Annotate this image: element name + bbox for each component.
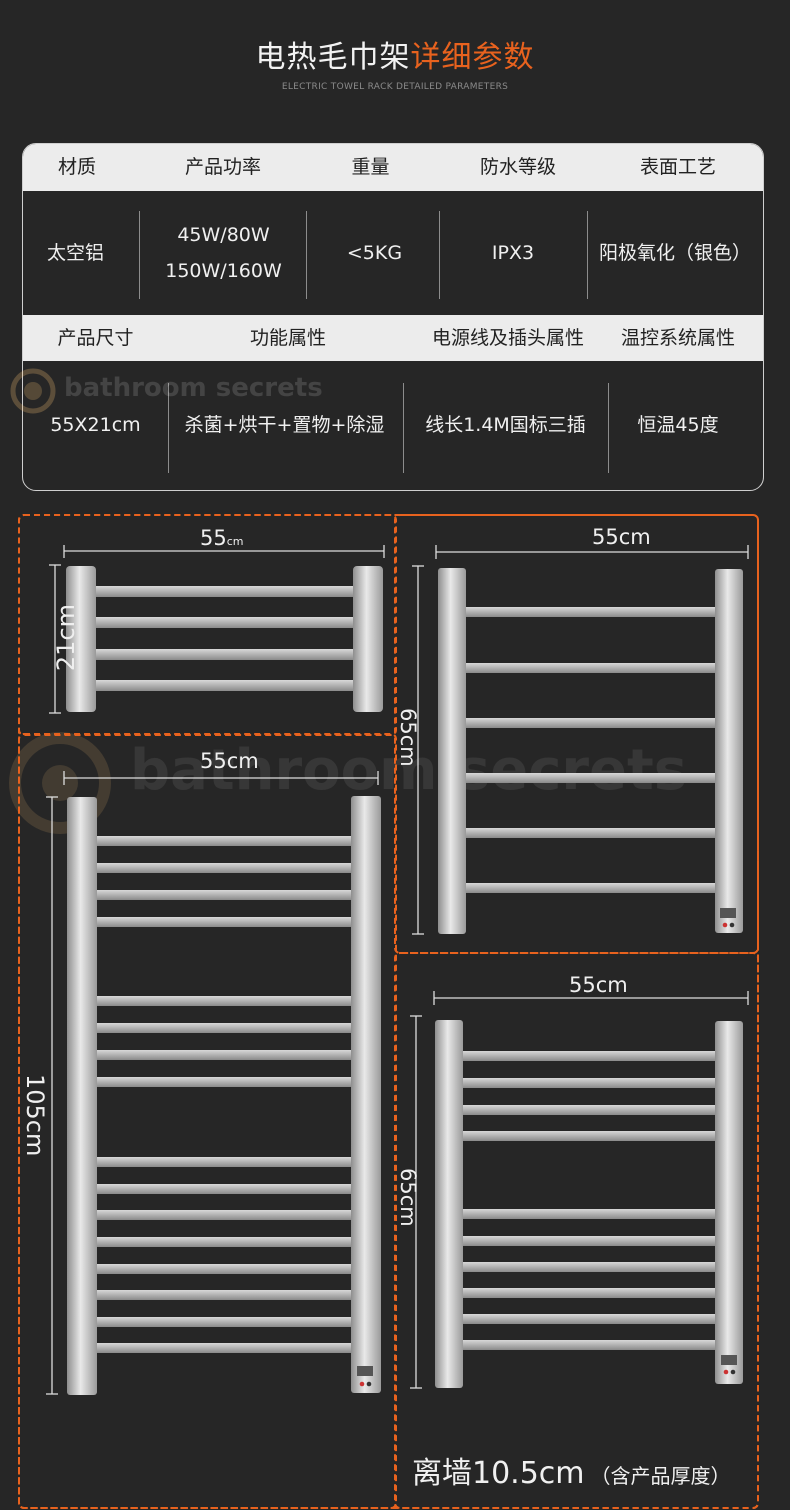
rack-small bbox=[49, 545, 385, 714]
spec-value-thermostat: 恒温45度 bbox=[637, 414, 719, 437]
dim-medium-height: 65cm bbox=[396, 708, 420, 767]
dim-small-width-value: 55 bbox=[200, 526, 227, 550]
spec-header-surface: 表面工艺 bbox=[639, 156, 716, 179]
dim-dense-width: 55cm bbox=[569, 973, 628, 997]
diagram-frame-small bbox=[18, 514, 397, 736]
divider bbox=[403, 383, 404, 473]
spec-value-power: 45W/80W 150W/160W bbox=[165, 223, 282, 282]
spec-header-waterproof: 防水等级 bbox=[479, 156, 556, 179]
spec-value-function: 杀菌+烘干+置物+除湿 bbox=[184, 414, 385, 437]
divider bbox=[306, 211, 307, 299]
dim-large-width: 55cm bbox=[200, 749, 259, 773]
spec-value-waterproof: IPX3 bbox=[491, 241, 535, 264]
dim-small-width: 55cm bbox=[200, 526, 244, 550]
spec-header-row-2: 产品尺寸 功能属性 电源线及插头属性 温控系统属性 bbox=[23, 315, 763, 361]
spec-value-weight: <5KG bbox=[346, 241, 403, 264]
dim-medium-width: 55cm bbox=[592, 525, 651, 549]
diagram-frame-large bbox=[18, 733, 397, 1509]
spec-table: 材质 产品功率 重量 防水等级 表面工艺 太空铝 45W/80W 150W/16… bbox=[22, 143, 764, 491]
spec-header-material: 材质 bbox=[57, 156, 96, 179]
rack-dense bbox=[410, 991, 749, 1389]
wall-distance-main: 离墙10.5cm bbox=[412, 1456, 585, 1491]
spec-header-cable: 电源线及插头属性 bbox=[431, 326, 584, 349]
divider bbox=[587, 211, 588, 299]
spec-header-function: 功能属性 bbox=[249, 326, 326, 349]
page-subtitle: ELECTRIC TOWEL RACK DETAILED PARAMETERS bbox=[281, 82, 509, 92]
rack-large bbox=[46, 771, 381, 1395]
rack-medium bbox=[412, 545, 749, 935]
watermark-brand-large: bathroom secrets bbox=[130, 738, 688, 803]
watermark-logo-icon-large bbox=[9, 732, 111, 834]
spec-value-surface: 阳极氧化（银色） bbox=[598, 241, 751, 264]
spec-header-size: 产品尺寸 bbox=[57, 326, 134, 349]
title-part-2: 详细参数 bbox=[410, 40, 535, 75]
wall-distance-note: 离墙10.5cm（含产品厚度） bbox=[412, 1448, 731, 1492]
spec-value-size: 55X21cm bbox=[50, 414, 141, 437]
spec-header-weight: 重量 bbox=[351, 156, 390, 179]
title-part-1: 电热毛巾架 bbox=[255, 40, 411, 75]
page-title: 电热毛巾架详细参数 bbox=[0, 32, 790, 76]
spec-value-cable: 线长1.4M国标三插 bbox=[425, 414, 586, 437]
dim-small-height: 21cm bbox=[52, 604, 80, 672]
dim-large-height: 105cm bbox=[21, 1074, 49, 1157]
divider bbox=[608, 383, 609, 473]
watermark-logo-icon bbox=[10, 368, 56, 414]
dim-small-width-unit: cm bbox=[226, 535, 244, 548]
spec-value-row-1: 太空铝 45W/80W 150W/160W <5KG IPX3 阳极氧化（银色） bbox=[23, 191, 763, 315]
spec-value-row-2: 55X21cm 杀菌+烘干+置物+除湿 线长1.4M国标三插 恒温45度 bbox=[23, 361, 763, 490]
spec-header-power: 产品功率 bbox=[184, 156, 261, 179]
spec-header-thermostat: 温控系统属性 bbox=[620, 326, 735, 349]
spec-header-row-1: 材质 产品功率 重量 防水等级 表面工艺 bbox=[23, 144, 763, 191]
divider bbox=[168, 383, 169, 473]
spec-value-material: 太空铝 bbox=[46, 241, 104, 264]
dim-dense-height: 65cm bbox=[396, 1168, 420, 1227]
divider bbox=[439, 211, 440, 299]
wall-distance-sub: （含产品厚度） bbox=[590, 1464, 731, 1488]
divider bbox=[139, 211, 140, 299]
watermark-brand-small: bathroom secrets bbox=[64, 373, 323, 403]
